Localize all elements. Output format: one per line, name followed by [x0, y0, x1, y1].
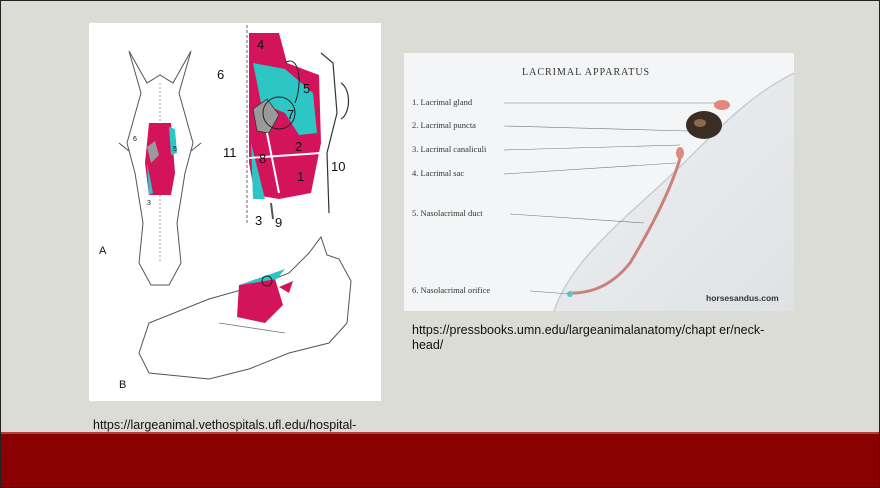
lacrimal-label: 1. Lacrimal gland: [412, 97, 472, 107]
lacrimal-title: LACRIMAL APPARATUS: [522, 67, 650, 78]
sinus-illustration: 6 5 3: [89, 23, 381, 401]
sinus-number: 3: [255, 213, 262, 228]
small-label: 6: [133, 136, 137, 143]
lacrimal-label: 5. Nasolacrimal duct: [412, 208, 483, 218]
lacrimal-label: 3. Lacrimal canaliculi: [412, 144, 486, 154]
sinus-number: 8: [259, 151, 266, 166]
lacrimal-figure: LACRIMAL APPARATUS 1. Lacrimal gland 2. …: [404, 53, 794, 311]
sinus-number: 4: [257, 37, 264, 52]
lacrimal-illustration: [404, 53, 794, 311]
lacrimal-label: 4. Lacrimal sac: [412, 168, 464, 178]
sinus-number: 5: [303, 81, 310, 96]
panel-a-label: A: [99, 245, 106, 257]
panel-b-label: B: [119, 379, 126, 391]
sinus-number: 1: [297, 169, 304, 184]
svg-text:5: 5: [173, 146, 177, 153]
svg-text:3: 3: [147, 200, 151, 207]
sinus-number: 9: [275, 215, 282, 230]
lacrimal-label: 2. Lacrimal puncta: [412, 120, 476, 130]
sinus-number: 7: [287, 107, 294, 122]
source-caption-right: https://pressbooks.umn.edu/largeanimalan…: [412, 323, 772, 353]
sinus-number: 10: [331, 159, 345, 174]
sinus-number: 11: [223, 145, 237, 160]
sinus-number: 2: [295, 139, 302, 154]
footer-bar: [1, 434, 879, 487]
brand-watermark: horsesandus.com: [706, 293, 779, 303]
lacrimal-label: 6. Nasolacrimal orifice: [412, 285, 490, 295]
sinus-figure: 6 5 3 4 6 5 7 11: [89, 23, 381, 401]
sinus-number: 6: [217, 67, 224, 82]
